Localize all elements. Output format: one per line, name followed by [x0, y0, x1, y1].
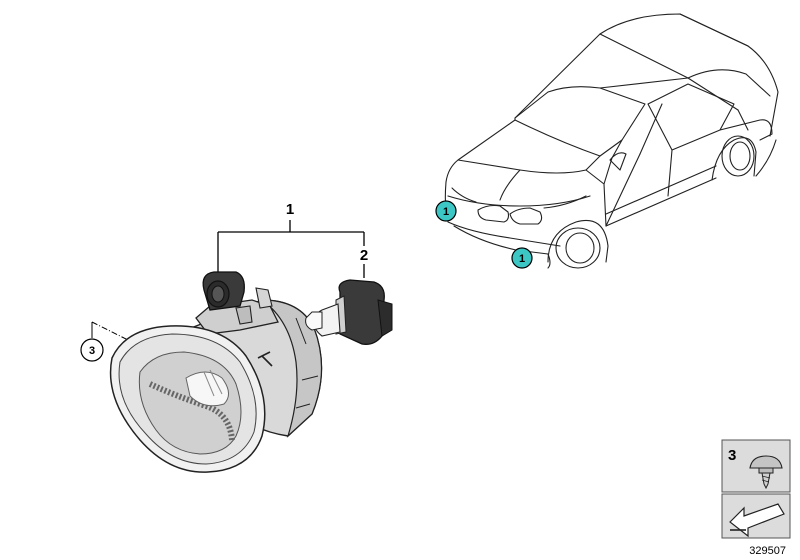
svg-text:3: 3: [728, 447, 736, 464]
svg-text:3: 3: [89, 345, 95, 357]
bulb: [305, 279, 393, 345]
callout-2: 2: [360, 232, 368, 278]
legend-arrow-icon: [729, 503, 785, 538]
callout-1: 1: [217, 201, 364, 276]
svg-text:2: 2: [360, 247, 368, 264]
reference-number: 329507: [749, 545, 786, 557]
svg-text:1: 1: [286, 201, 294, 218]
svg-text:1: 1: [443, 206, 449, 218]
car-marker-left: 1: [435, 200, 457, 222]
svg-text:1: 1: [519, 253, 525, 265]
fog-light-assembly: [109, 271, 323, 473]
callout-3: 3: [80, 321, 181, 376]
legend-screw: 3: [728, 447, 783, 490]
vehicle-outline: [444, 13, 779, 269]
car-marker-right: 1: [511, 247, 533, 269]
